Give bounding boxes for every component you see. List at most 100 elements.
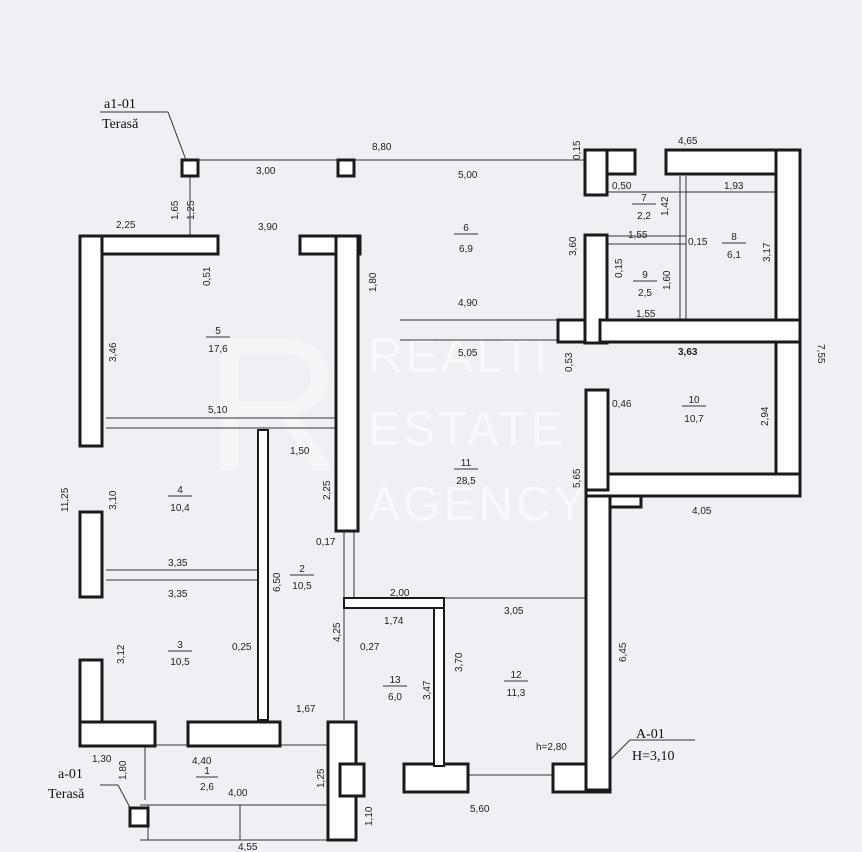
dimension-label: 1,80	[368, 272, 379, 292]
dimension-label: 1,10	[364, 806, 375, 826]
room-6: 66,9	[454, 223, 478, 255]
dimension-label: 3,70	[454, 652, 465, 672]
room-9: 92,5	[633, 270, 657, 299]
dimension-label: 1,42	[660, 196, 671, 216]
wall-segment	[583, 233, 609, 345]
room-number: 12	[510, 670, 522, 681]
wall-segment	[584, 472, 802, 498]
wall-segment	[78, 510, 104, 599]
room-area: 10,5	[170, 657, 190, 668]
wall-segment	[556, 318, 588, 344]
dimension-label: 6,45	[618, 642, 629, 662]
room-number: 11	[461, 458, 472, 469]
dimension-label: 1,25	[186, 200, 197, 220]
dimension-label: 1,93	[724, 181, 744, 192]
room-area: 2,5	[638, 288, 652, 299]
dimension-label: 2,00	[390, 588, 410, 599]
watermark-line-3: AGENCY	[368, 478, 589, 531]
dimension-label: 1,30	[92, 754, 112, 765]
callout-label: Terasă	[48, 787, 85, 802]
dimension-label: 3,17	[762, 242, 773, 262]
dimension-label: h=2,80	[536, 742, 567, 753]
wall-segment	[334, 234, 360, 533]
callout-leader	[167, 111, 187, 161]
dimension-label: 4,90	[458, 298, 478, 309]
dimension-label: 0,15	[572, 140, 583, 160]
terrace-column	[128, 806, 150, 828]
dimension-label: 2,25	[116, 220, 136, 231]
room-area: 28,5	[456, 476, 476, 487]
terrace-column	[336, 158, 356, 178]
room-4: 410,4	[168, 485, 192, 514]
room-number: 3	[177, 640, 183, 651]
dimension-label: 8,80	[372, 142, 392, 153]
room-area: 17,6	[208, 344, 228, 355]
room-number: 5	[215, 326, 221, 337]
room-11: 11 28,5	[454, 458, 478, 487]
dimension-label: 0,15	[688, 237, 708, 248]
room-number: 13	[389, 675, 401, 686]
dimension-labels: 8,80 3,00 5,00 4,65 2,25 3,90 0,50 1,93 …	[60, 136, 826, 852]
room-2: 210,5	[290, 564, 314, 592]
entrance-height: H=3,10	[632, 749, 675, 764]
dimension-label: 0,25	[232, 642, 252, 653]
room-1: 12,6	[196, 766, 218, 793]
room-number: 4	[177, 485, 183, 496]
callout-top-left: a1-01 Terasă	[102, 97, 139, 132]
room-8: 86,1	[722, 232, 746, 261]
dimension-label: 1,67	[296, 704, 316, 715]
room-area: 10,4	[170, 503, 190, 514]
room-number: 2	[299, 564, 305, 575]
room-area: 2,6	[200, 782, 214, 793]
dimension-label: 1,50	[290, 446, 310, 457]
dimension-label: 4,05	[692, 506, 712, 517]
dimension-label: 7,55	[815, 344, 826, 364]
wall-segment	[186, 720, 282, 748]
room-13: 136,0	[383, 675, 407, 703]
wall-segment	[584, 388, 610, 492]
dimension-label: 0,17	[316, 537, 336, 548]
wall-segment	[257, 429, 269, 721]
wall-segment	[338, 762, 366, 798]
room-12: 12 11,3	[504, 670, 528, 699]
callout-code: a-01	[58, 767, 83, 782]
dimension-label: 1,55	[636, 309, 656, 320]
dimension-label: 3,63	[678, 347, 698, 358]
room-3: 310,5	[168, 640, 192, 668]
dimension-label: 0,53	[564, 352, 575, 372]
callout-code: a1-01	[104, 97, 136, 112]
dimension-label: 1,80	[118, 760, 129, 780]
dimension-label: 4,00	[228, 788, 248, 799]
dimension-label: 5,65	[572, 468, 583, 488]
dimension-label: 5,05	[458, 348, 478, 359]
dimension-label: 3,05	[504, 606, 524, 617]
watermark-line-1: REALTI	[368, 330, 550, 383]
dimension-label: 3,60	[568, 236, 579, 256]
room-area: 11,3	[507, 688, 526, 699]
wall-segment	[343, 597, 445, 609]
room-5: 517,6	[206, 326, 230, 355]
wall-segment	[433, 605, 445, 767]
entrance-code: A-01	[636, 727, 665, 742]
dimension-label: 3,90	[258, 222, 278, 233]
room-area: 6,1	[727, 250, 741, 261]
dimension-label: 3,46	[108, 342, 119, 362]
dimension-label: 3,47	[422, 680, 433, 700]
wall-segment	[583, 148, 609, 197]
callout-entrance: A-01 H=3,10	[632, 727, 675, 764]
dimension-label: 1,25	[316, 768, 327, 788]
callout-label: Terasă	[102, 117, 139, 132]
watermark: R REALTI ESTATE AGENCY	[205, 299, 589, 531]
room-number: 10	[688, 395, 700, 406]
dimension-label: 11,25	[60, 487, 71, 512]
dimension-label: 2,25	[322, 480, 333, 500]
dimension-label: 4,65	[678, 136, 698, 147]
wall-segment	[598, 318, 802, 344]
dimension-label: 5,00	[458, 170, 478, 181]
room-area: 6,9	[459, 244, 473, 255]
dimension-label: 1,55	[628, 230, 648, 241]
dimension-label: 4,40	[192, 756, 212, 767]
